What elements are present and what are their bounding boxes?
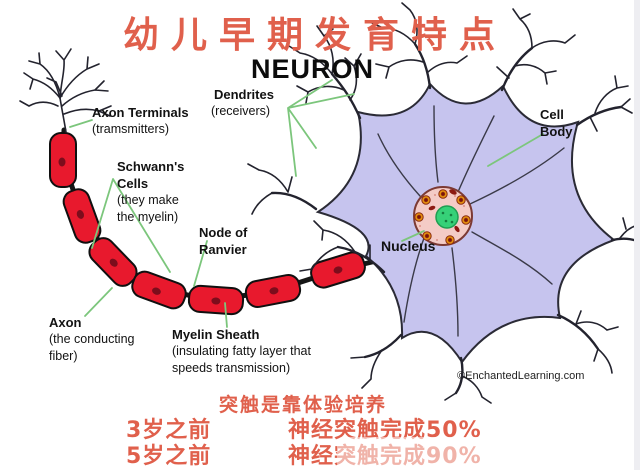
myelin-sheath-segments (49, 132, 366, 316)
label-schwanns-cells: Schwann's Cells (they make the myelin) (117, 159, 185, 224)
pointer-lines (69, 79, 544, 328)
label-axon: Axon (the conducting fiber) (49, 315, 135, 363)
label-node-of-ranvier: Node of Ranvier (199, 225, 248, 257)
label-dendrites: Dendrites (receivers) (211, 87, 274, 118)
nucleus-art (413, 186, 473, 246)
page-title: 幼儿早期发育特点 (122, 15, 507, 56)
cell-body-inner-lines (377, 105, 565, 337)
axon-terminals-art (19, 48, 112, 133)
label-myelin-sheath: Myelin Sheath (insulating fatty layer th… (172, 327, 311, 375)
organelle-bodies (428, 189, 460, 233)
label-axon-terminals: Axon Terminals (tramsmitters) (92, 105, 189, 136)
right-edge-strip (634, 0, 640, 470)
fact-age-1: 3岁之前 (126, 418, 212, 443)
neuron-heading: NEURON (251, 54, 375, 84)
credit-text: ©EnchantedLearning.com (457, 370, 585, 382)
label-cell-body: Cell Body (540, 107, 573, 139)
fact-age-2: 5岁之前 (126, 444, 212, 469)
watermark-overlay (337, 437, 485, 468)
organelle-rings (414, 189, 471, 245)
label-nucleus: Nucleus (381, 238, 436, 254)
synapse-heading: 突触是靠体验培养 (219, 394, 388, 416)
nucleolus (435, 205, 459, 229)
dendrites-art (247, 2, 640, 404)
